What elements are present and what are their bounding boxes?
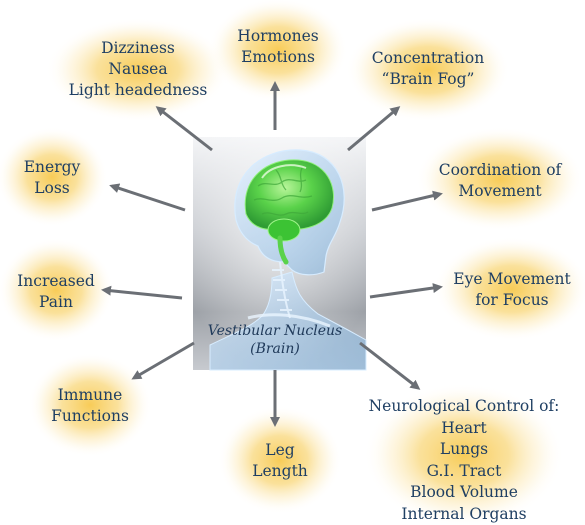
- node-line: Light headedness: [68, 81, 208, 99]
- node-line: for Focus: [475, 291, 549, 309]
- node-energy: Energy Loss: [24, 157, 81, 199]
- node-line: Concentration: [371, 49, 485, 67]
- node-neuro: Neurological Control of: Heart Lungs G.I…: [369, 396, 560, 525]
- node-eye: Eye Movement for Focus: [453, 269, 570, 311]
- node-line: Emotions: [241, 48, 315, 66]
- arrow-energy: [109, 183, 186, 212]
- node-dizziness: Dizziness Nausea Light headedness: [69, 38, 208, 101]
- caption-line-2: (Brain): [250, 341, 300, 357]
- node-line: Heart: [441, 418, 487, 437]
- node-immune: Immune Functions: [51, 385, 129, 427]
- arrow-concentration: [347, 106, 401, 152]
- node-line: Movement: [458, 182, 542, 200]
- arrow-pain: [101, 285, 183, 300]
- node-line: Blood Volume: [410, 483, 518, 501]
- arrow-dizziness: [155, 106, 213, 152]
- node-line: Length: [252, 462, 308, 480]
- arrow-coordination: [371, 190, 443, 212]
- node-leg: Leg Length: [252, 440, 308, 482]
- node-line: Increased: [17, 272, 95, 290]
- center-caption: Vestibular Nucleus (Brain): [208, 322, 342, 358]
- node-line: Coordination of: [438, 161, 562, 179]
- arrow-layer: [101, 81, 443, 427]
- node-line: Dizziness: [101, 39, 175, 57]
- node-line: Loss: [34, 179, 70, 197]
- caption-line-1: Vestibular Nucleus: [207, 323, 343, 339]
- arrow-neuro: [359, 341, 421, 390]
- node-line: Hormones: [237, 27, 319, 45]
- arrow-immune: [131, 341, 195, 380]
- node-line: Neurological Control of:: [368, 397, 560, 415]
- node-line: Internal Organs: [401, 504, 527, 523]
- node-hormones: Hormones Emotions: [237, 26, 318, 68]
- human-head-illustration: [209, 149, 367, 371]
- node-line: G.I. Tract: [426, 461, 502, 480]
- arrow-eye: [369, 283, 443, 299]
- node-line: Immune: [57, 386, 123, 404]
- node-line: Functions: [51, 407, 129, 425]
- node-line: Nausea: [108, 60, 168, 78]
- node-line: Energy: [23, 158, 81, 176]
- node-concentration: Concentration “Brain Fog”: [372, 48, 484, 90]
- node-line: “Brain Fog”: [381, 70, 475, 88]
- node-coordination: Coordination of Movement: [439, 160, 562, 202]
- node-line: Pain: [39, 293, 73, 311]
- node-pain: Increased Pain: [17, 271, 95, 313]
- node-line: Lungs: [439, 440, 489, 458]
- node-line: Eye Movement: [453, 270, 571, 288]
- node-line: Leg: [265, 441, 295, 459]
